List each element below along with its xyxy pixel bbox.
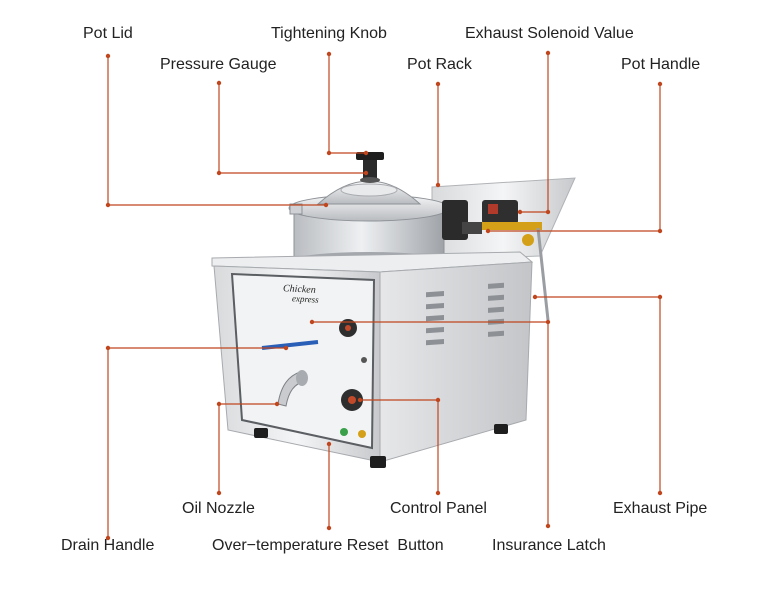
side-vents bbox=[426, 282, 504, 346]
label-exhaust-solenoid-value: Exhaust Solenoid Value bbox=[465, 25, 634, 42]
reset-buttons bbox=[340, 428, 366, 438]
label-over-temperature-reset-button: Over−temperature Reset Button bbox=[212, 537, 444, 554]
exhaust-solenoid-valve bbox=[482, 200, 542, 246]
label-pressure-gauge: Pressure Gauge bbox=[160, 56, 277, 73]
pot-handle bbox=[442, 200, 482, 240]
label-pot-handle: Pot Handle bbox=[621, 56, 701, 73]
label-insurance-latch: Insurance Latch bbox=[492, 537, 606, 554]
cabinet-feet bbox=[254, 424, 508, 468]
label-control-panel: Control Panel bbox=[390, 500, 487, 517]
label-drain-handle: Drain Handle bbox=[61, 537, 155, 554]
exhaust-pipe-line bbox=[536, 227, 550, 321]
pot-lid bbox=[288, 180, 450, 222]
control-panel bbox=[339, 319, 367, 411]
label-exhaust-pipe: Exhaust Pipe bbox=[613, 500, 708, 517]
brand-text-line2: express bbox=[291, 293, 319, 305]
drain-handle bbox=[261, 340, 319, 350]
cabinet-side bbox=[379, 261, 533, 463]
oil-nozzle bbox=[277, 370, 308, 407]
label-pot-lid: Pot Lid bbox=[83, 25, 133, 42]
label-tightening-knob: Tightening Knob bbox=[271, 25, 387, 42]
label-oil-nozzle: Oil Nozzle bbox=[182, 500, 255, 517]
tightening-knob bbox=[356, 152, 384, 183]
leader-dots bbox=[105, 50, 663, 541]
label-pot-rack: Pot Rack bbox=[407, 56, 472, 73]
